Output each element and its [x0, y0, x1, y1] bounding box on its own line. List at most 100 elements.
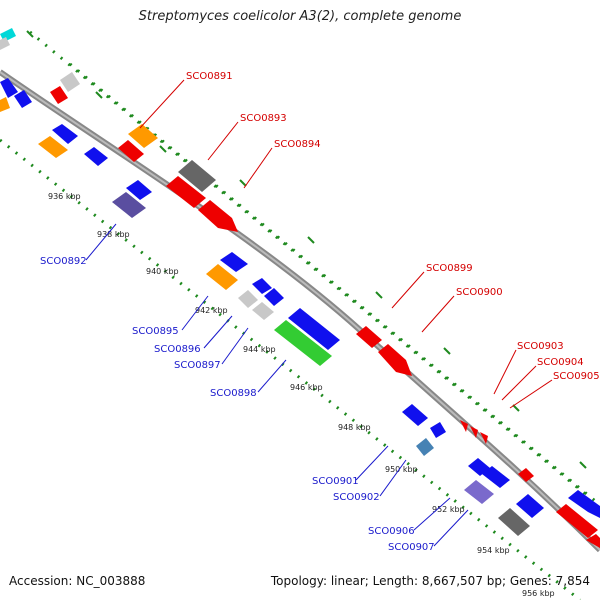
- gene-feature[interactable]: [430, 422, 446, 438]
- gene-label-sco0904[interactable]: SCO0904: [537, 357, 584, 368]
- gene-label-sco0901[interactable]: SCO0901: [312, 476, 359, 487]
- gene-label-sco0905[interactable]: SCO0905: [553, 371, 600, 382]
- gene-label-sco0891[interactable]: SCO0891: [186, 71, 233, 82]
- gene-label-sco0894[interactable]: SCO0894: [274, 139, 321, 150]
- major-tick: [307, 236, 315, 244]
- gene-feature[interactable]: [50, 86, 68, 104]
- gene-feature[interactable]: [480, 432, 488, 444]
- gene-label-sco0893[interactable]: SCO0893: [240, 113, 287, 124]
- gene-label-sco0900[interactable]: SCO0900: [456, 287, 503, 298]
- gene-feature[interactable]: [198, 200, 238, 232]
- tick-label: 944 kbp: [243, 345, 276, 354]
- gene-feature[interactable]: [238, 290, 258, 308]
- gene-label-sco0906[interactable]: SCO0906: [368, 526, 415, 537]
- gene-feature[interactable]: [112, 192, 146, 218]
- callout-line-sco0892: [85, 223, 117, 261]
- callout-line-sco0907: [433, 509, 469, 547]
- callout-line-sco0906: [413, 497, 451, 531]
- gene-features: [0, 28, 600, 548]
- gene-label-sco0903[interactable]: SCO0903: [517, 341, 564, 352]
- gene-feature[interactable]: [518, 468, 534, 482]
- tick-label: 936 kbp: [48, 192, 81, 201]
- gene-label-sco0902[interactable]: SCO0902: [333, 492, 380, 503]
- tick-label: 952 kbp: [432, 505, 465, 514]
- tick-label: 942 kbp: [195, 306, 228, 315]
- callout-line-sco0903: [493, 349, 517, 395]
- gene-feature[interactable]: [252, 278, 272, 294]
- gene-feature[interactable]: [482, 466, 510, 488]
- major-tick: [375, 291, 383, 299]
- gene-feature[interactable]: [556, 504, 598, 538]
- callout-line-sco0898: [257, 359, 287, 393]
- gene-feature[interactable]: [166, 176, 206, 208]
- tick-tracks: [0, 30, 600, 600]
- gene-feature[interactable]: [52, 124, 78, 144]
- callout-line-sco0893: [207, 121, 239, 161]
- callout-line-sco0902: [379, 459, 407, 497]
- gene-feature[interactable]: [568, 490, 600, 518]
- inner-reverse-track: [0, 138, 581, 600]
- gene-feature[interactable]: [460, 420, 468, 432]
- gene-feature[interactable]: [178, 160, 216, 192]
- major-tick: [512, 404, 520, 412]
- callout-line-sco0904: [501, 365, 537, 401]
- gene-feature[interactable]: [402, 404, 428, 426]
- forward-gene-labels: SCO0891 SCO0893 SCO0894 SCO0899 SCO0900 …: [186, 71, 600, 382]
- gene-label-sco0895[interactable]: SCO0895: [132, 326, 179, 337]
- gene-feature[interactable]: [118, 140, 144, 162]
- gene-feature[interactable]: [586, 534, 600, 548]
- outer-forward-track: [29, 30, 591, 500]
- gene-feature[interactable]: [470, 426, 478, 438]
- gene-feature[interactable]: [464, 480, 494, 504]
- reverse-gene-labels: SCO0892 SCO0895 SCO0896 SCO0897 SCO0898 …: [40, 256, 435, 553]
- gene-feature[interactable]: [0, 37, 10, 50]
- gene-feature[interactable]: [264, 288, 284, 306]
- gene-feature[interactable]: [0, 97, 10, 112]
- gene-feature[interactable]: [416, 438, 434, 456]
- tick-labels: 936 kbp 938 kbp 940 kbp 942 kbp 944 kbp …: [48, 192, 555, 598]
- callout-lines: [85, 79, 553, 547]
- gene-feature[interactable]: [498, 508, 530, 536]
- callout-line-sco0894: [243, 147, 273, 189]
- gene-label-sco0897[interactable]: SCO0897: [174, 360, 221, 371]
- genome-summary: Topology: linear; Length: 8,667,507 bp; …: [270, 574, 590, 588]
- callout-line-sco0897: [221, 327, 249, 365]
- gene-feature[interactable]: [220, 252, 248, 272]
- gene-label-sco0896[interactable]: SCO0896: [154, 344, 201, 355]
- callout-line-sco0891: [139, 79, 185, 129]
- gene-feature[interactable]: [288, 308, 340, 350]
- gene-feature[interactable]: [206, 264, 238, 290]
- gene-label-sco0899[interactable]: SCO0899: [426, 263, 473, 274]
- callout-line-sco0899: [391, 271, 425, 309]
- tick-label: 940 kbp: [146, 267, 179, 276]
- major-tick: [239, 179, 247, 187]
- gene-label-sco0892[interactable]: SCO0892: [40, 256, 87, 267]
- gene-feature[interactable]: [274, 320, 332, 366]
- gene-feature[interactable]: [468, 458, 490, 476]
- gene-feature[interactable]: [252, 302, 274, 320]
- callout-line-sco0896: [203, 315, 233, 349]
- gene-feature[interactable]: [38, 136, 68, 158]
- gene-feature[interactable]: [84, 147, 108, 166]
- major-tick: [95, 91, 103, 99]
- gene-feature[interactable]: [14, 90, 32, 108]
- callout-line-sco0901: [355, 445, 389, 481]
- gene-label-sco0907[interactable]: SCO0907: [388, 542, 435, 553]
- callout-line-sco0905: [509, 379, 553, 409]
- inner-forward-track: [69, 62, 600, 507]
- gene-feature[interactable]: [378, 344, 412, 376]
- gene-feature[interactable]: [516, 494, 544, 518]
- gene-feature[interactable]: [60, 72, 80, 92]
- accession-label: Accession: NC_003888: [9, 574, 146, 588]
- map-title: Streptomyces coelicolor A3(2), complete …: [138, 9, 462, 24]
- tick-label: 946 kbp: [290, 383, 323, 392]
- major-tick: [579, 461, 587, 469]
- tick-label: 938 kbp: [97, 230, 130, 239]
- gene-feature[interactable]: [126, 180, 152, 200]
- gene-feature[interactable]: [128, 124, 158, 148]
- major-tick: [26, 30, 34, 38]
- gene-feature[interactable]: [0, 78, 18, 98]
- gene-label-sco0898[interactable]: SCO0898: [210, 388, 257, 399]
- gene-feature[interactable]: [356, 326, 382, 348]
